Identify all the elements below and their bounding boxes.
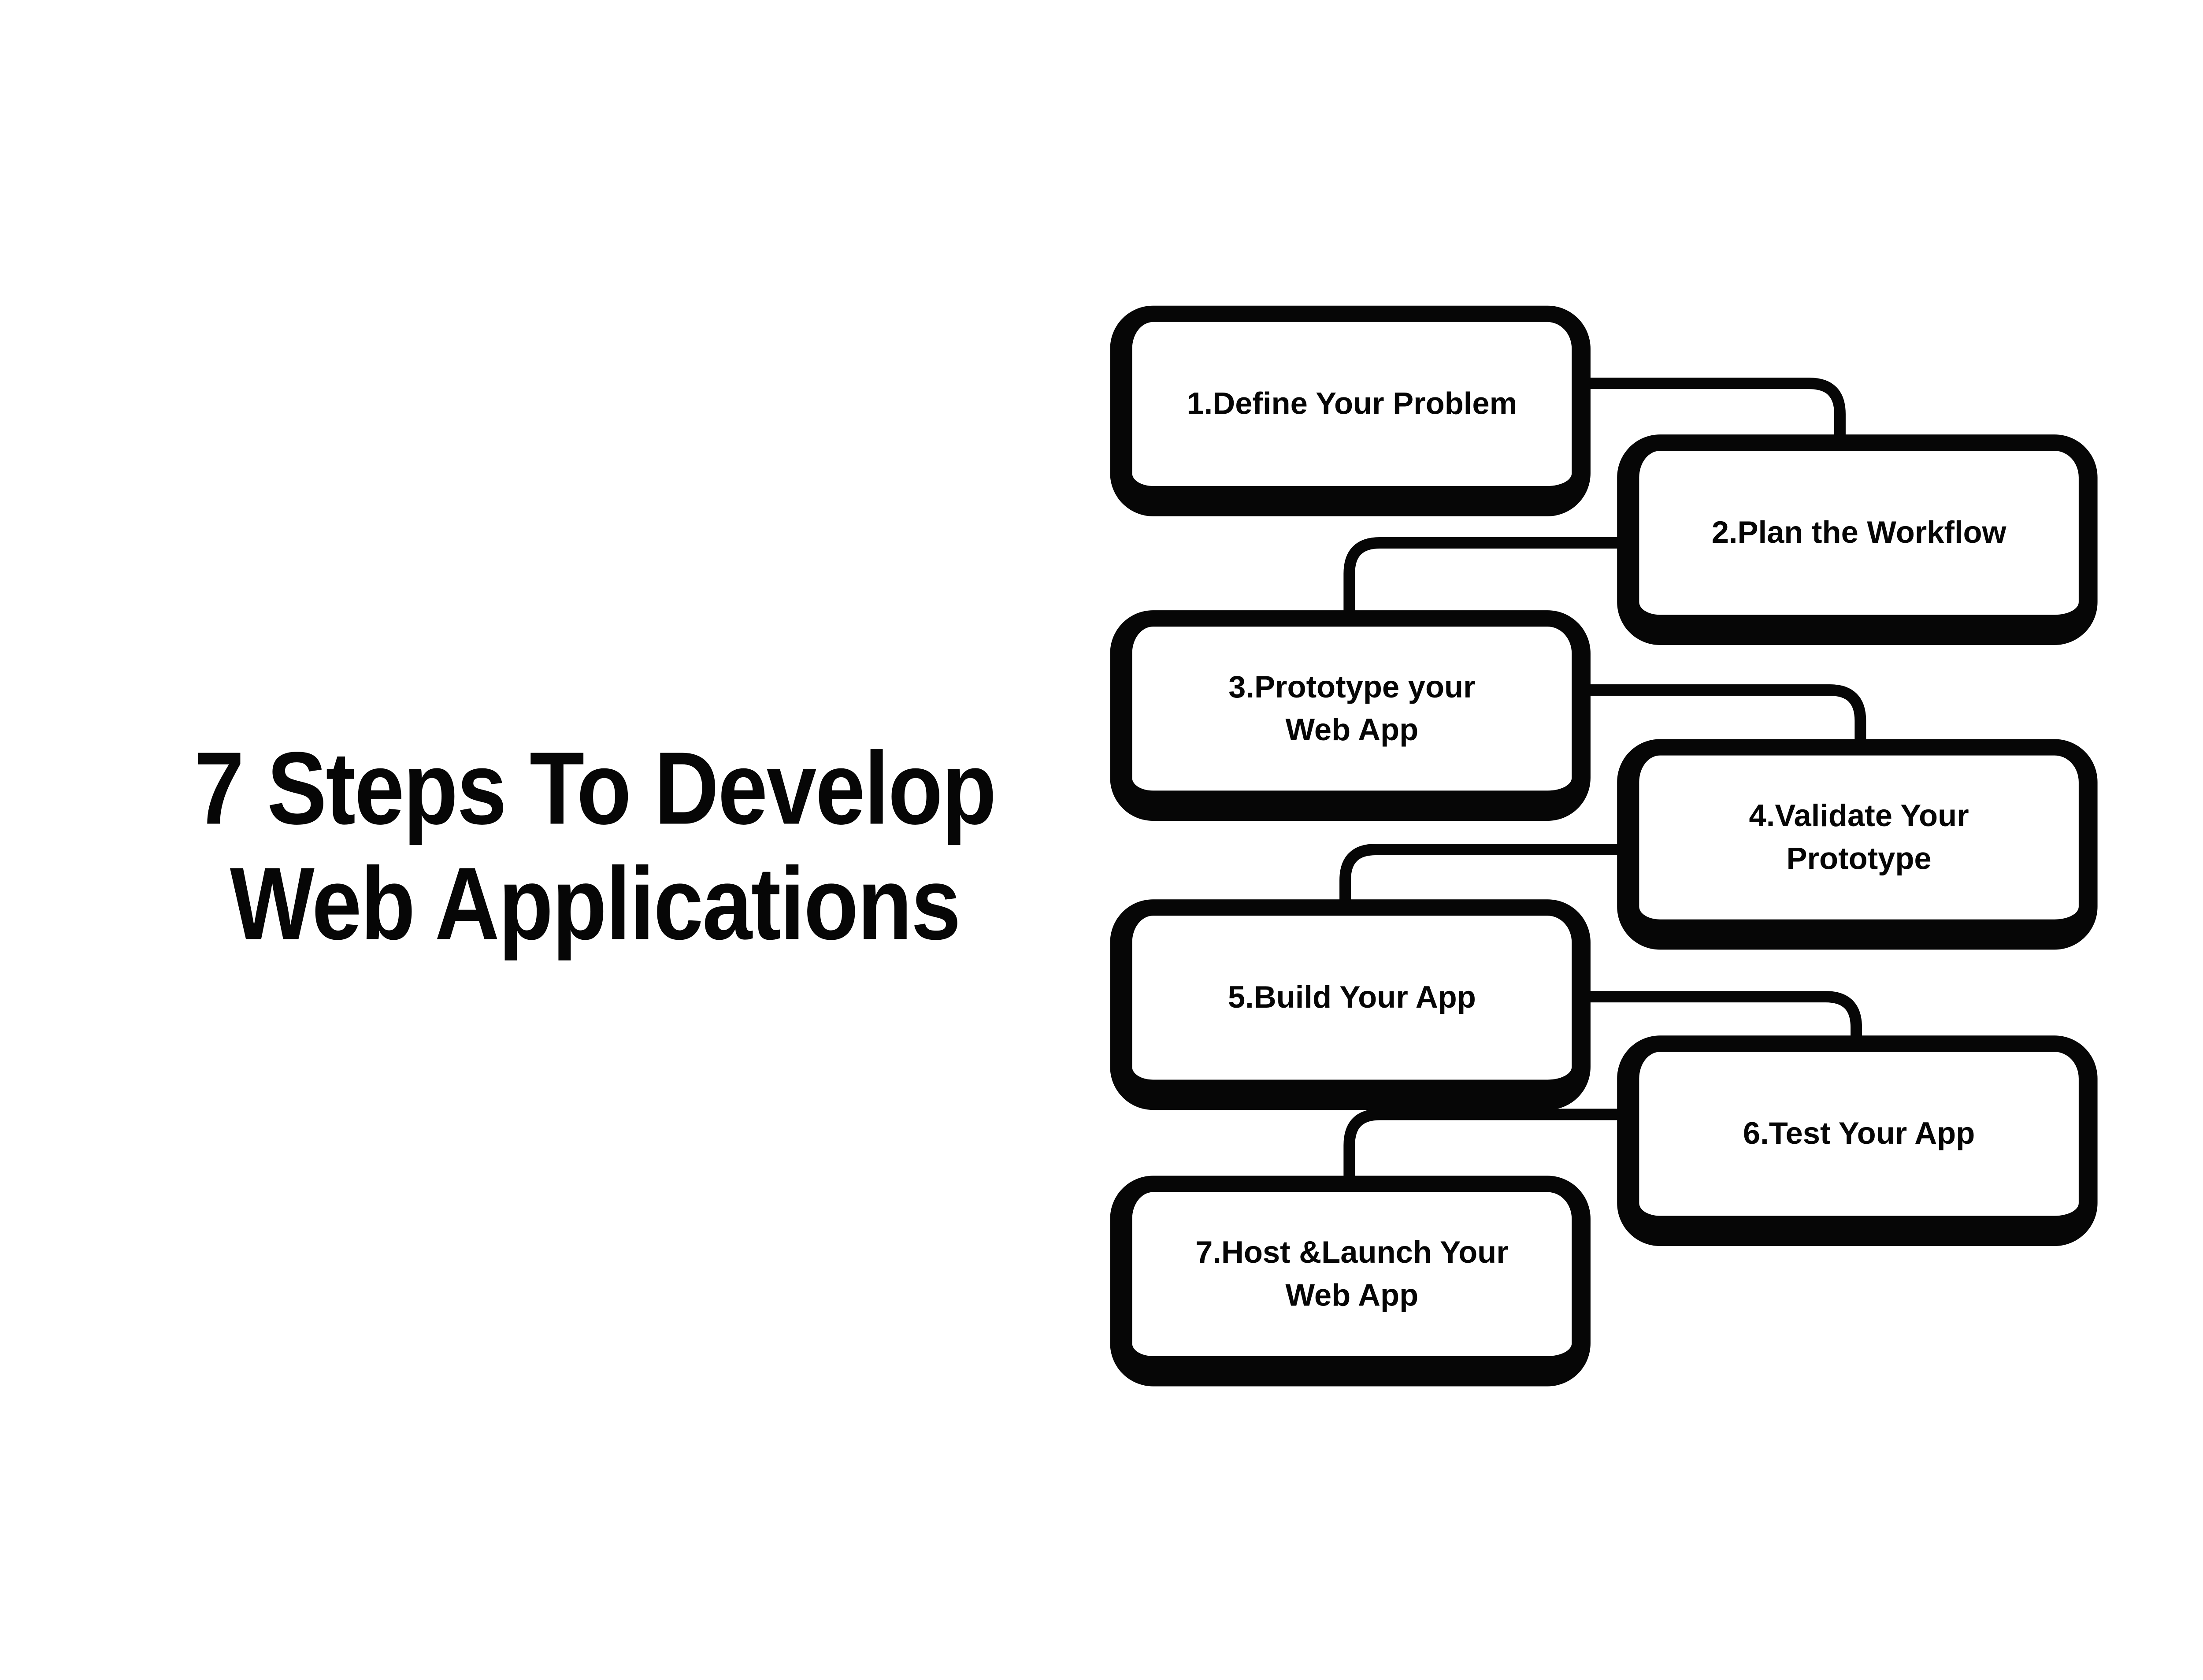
connector-lines bbox=[1339, 378, 1866, 1214]
connector-5-6 bbox=[1570, 991, 1862, 1071]
connector-2-3 bbox=[1343, 537, 1652, 645]
connector-4-5 bbox=[1339, 844, 1652, 936]
step-label-6: 6.Test Your App bbox=[1743, 1116, 1975, 1151]
step-box-2: 2.Plan the Workflow bbox=[1617, 434, 2098, 645]
step-box-6: 6.Test Your App bbox=[1617, 1035, 2098, 1246]
infographic-canvas: 7 Steps To Develop Web Applications 1.De… bbox=[0, 60, 2203, 1620]
step-box-4: 4.Validate Your Prototype bbox=[1617, 739, 2098, 950]
connector-3-4 bbox=[1570, 684, 1866, 776]
step-label-7: 7.Host &Launch Your Web App bbox=[1195, 1235, 1509, 1313]
diagram-title: 7 Steps To Develop Web Applications bbox=[194, 731, 996, 961]
step-box-5: 5.Build Your App bbox=[1110, 899, 1591, 1110]
step-label-3: 3.Prototype your Web App bbox=[1228, 669, 1476, 747]
step-label-5: 5.Build Your App bbox=[1228, 980, 1476, 1015]
connector-1-2 bbox=[1570, 378, 1846, 470]
step-box-3: 3.Prototype your Web App bbox=[1110, 610, 1591, 821]
step-label-2: 2.Plan the Workflow bbox=[1711, 515, 2006, 550]
step-label-4: 4.Validate Your Prototype bbox=[1749, 798, 1969, 876]
step-box-1: 1.Define Your Problem bbox=[1110, 306, 1591, 516]
step-box-7: 7.Host &Launch Your Web App bbox=[1110, 1176, 1591, 1387]
connector-6-7 bbox=[1343, 1109, 1652, 1214]
step-label-1: 1.Define Your Problem bbox=[1187, 386, 1517, 421]
